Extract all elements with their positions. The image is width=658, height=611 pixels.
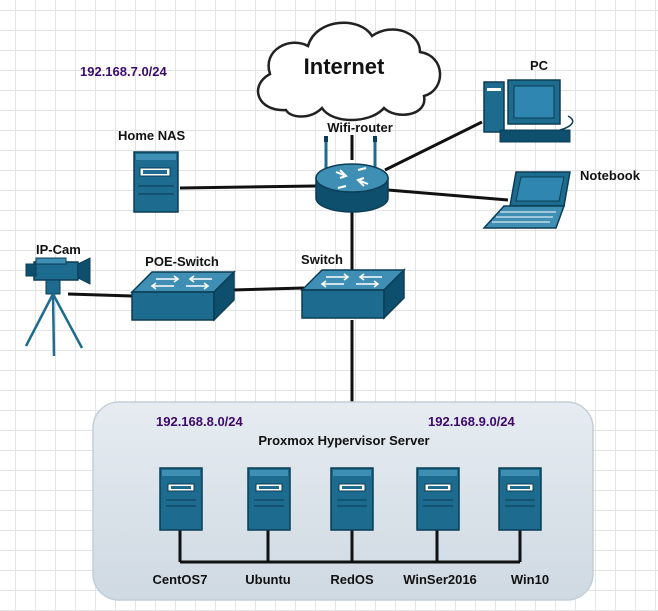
ip-cam: IP-Cam xyxy=(24,242,91,357)
poe-switch-label: POE-Switch xyxy=(145,254,219,269)
link-router-pc xyxy=(384,120,483,172)
ipcam-label: IP-Cam xyxy=(36,242,81,257)
poe-switch: POE-Switch xyxy=(131,254,235,321)
router-label: Wifi-router xyxy=(327,120,393,135)
vm-label: RedOS xyxy=(330,572,374,587)
router-icon xyxy=(315,136,389,213)
vm-redos: RedOS xyxy=(330,467,374,587)
pc: PC xyxy=(483,58,574,143)
links xyxy=(67,120,509,402)
vm-label: CentOS7 xyxy=(153,572,208,587)
subnet-label-vm-a: 192.168.8.0/24 xyxy=(156,414,244,429)
vm-centos: CentOS7 xyxy=(153,467,208,587)
main-switch: Switch xyxy=(301,252,405,319)
laptop-icon xyxy=(482,171,571,229)
desktop-pc-icon xyxy=(483,79,574,143)
subnet-label-home: 192.168.7.0/24 xyxy=(80,64,168,79)
link-poe-switch xyxy=(231,286,305,292)
server-icon xyxy=(330,467,374,531)
server-icon xyxy=(498,467,542,531)
hypervisor-panel: 192.168.8.0/24 192.168.9.0/24 Proxmox Hy… xyxy=(92,401,594,601)
nas-label: Home NAS xyxy=(118,128,186,143)
notebook-label: Notebook xyxy=(580,168,641,183)
switch-icon xyxy=(131,271,235,321)
switch-icon xyxy=(301,269,405,319)
vm-label: Win10 xyxy=(511,572,549,587)
router: Wifi-router xyxy=(315,120,393,213)
switch-label: Switch xyxy=(301,252,343,267)
server-icon xyxy=(159,467,203,531)
link-cam-poe xyxy=(67,292,133,298)
link-router-notebook xyxy=(387,188,509,202)
vm-win10: Win10 xyxy=(498,467,549,587)
cloud-icon xyxy=(256,21,442,122)
link-nas-router xyxy=(179,184,317,190)
vm-ubuntu: Ubuntu xyxy=(245,467,291,587)
server-icon xyxy=(416,467,460,531)
vm-label: WinSer2016 xyxy=(403,572,477,587)
notebook: Notebook xyxy=(482,168,641,229)
server-icon xyxy=(247,467,291,531)
home-nas: Home NAS xyxy=(118,128,186,213)
vm-label: Ubuntu xyxy=(245,572,291,587)
pc-label: PC xyxy=(530,58,549,73)
vm-winser2016: WinSer2016 xyxy=(403,467,477,587)
camera-icon xyxy=(24,257,91,357)
internet-cloud: Internet xyxy=(256,21,442,122)
server-tower-icon xyxy=(133,151,179,213)
hypervisor-title: Proxmox Hypervisor Server xyxy=(258,433,429,448)
vm-bus xyxy=(178,530,522,564)
cloud-label: Internet xyxy=(304,54,385,79)
subnet-label-vm-b: 192.168.9.0/24 xyxy=(428,414,516,429)
